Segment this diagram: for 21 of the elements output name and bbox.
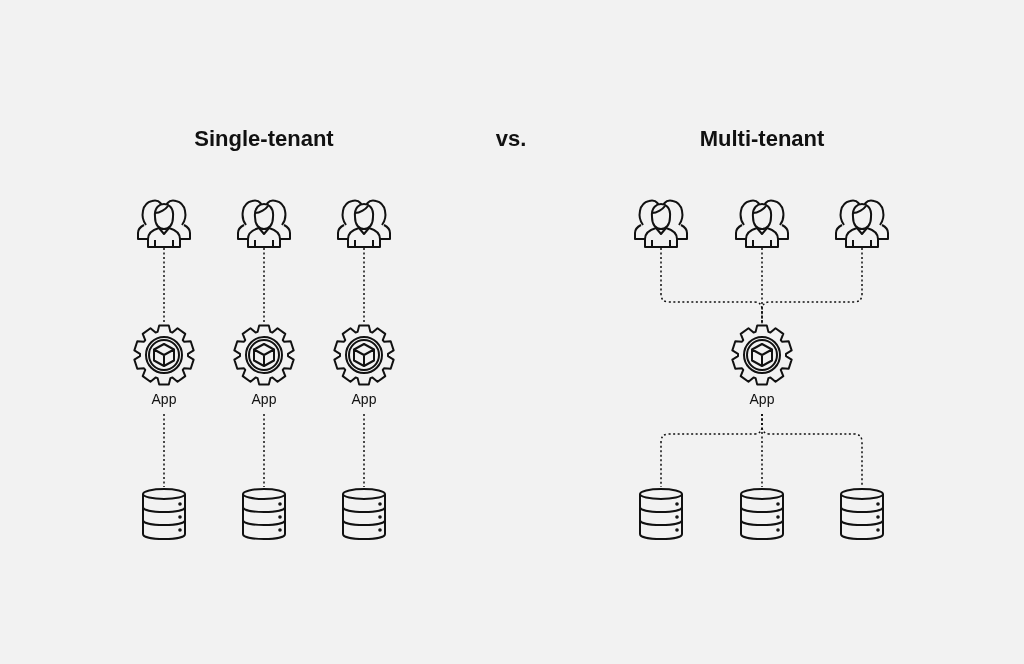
dotted-connector	[761, 413, 863, 488]
database-icon	[140, 487, 188, 541]
dotted-connector	[163, 247, 165, 325]
dotted-connector	[163, 413, 165, 488]
database-icon	[637, 487, 685, 541]
dotted-connector	[363, 413, 365, 488]
dotted-connector	[761, 247, 863, 325]
app-label: App	[749, 392, 775, 406]
heading: Multi-tenant	[699, 125, 825, 153]
heading: Single-tenant	[194, 125, 334, 153]
app-label: App	[251, 392, 277, 406]
database-icon	[738, 487, 786, 541]
database-icon	[240, 487, 288, 541]
database-icon	[838, 487, 886, 541]
database-icon	[340, 487, 388, 541]
dotted-connector	[363, 247, 365, 325]
heading: vs.	[495, 125, 527, 153]
dotted-connector	[263, 247, 265, 325]
app-label: App	[151, 392, 177, 406]
dotted-connector	[263, 413, 265, 488]
app-label: App	[351, 392, 377, 406]
